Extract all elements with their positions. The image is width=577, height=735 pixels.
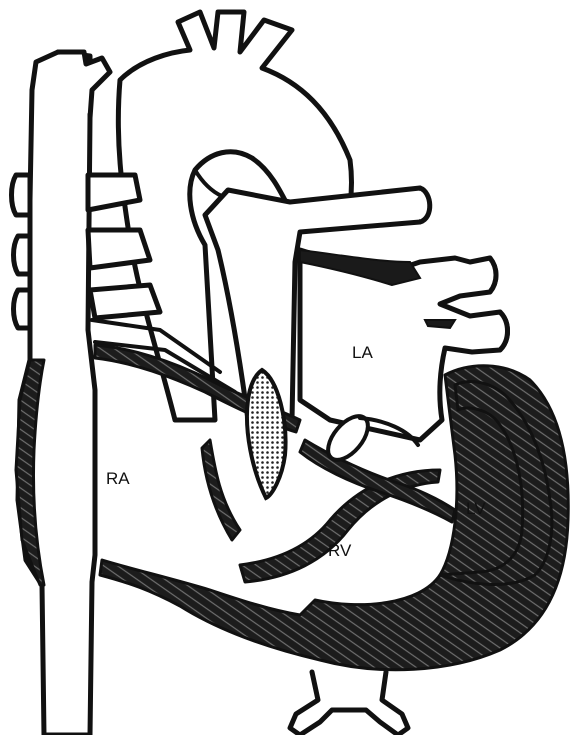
label-right-atrium: RA (106, 469, 130, 488)
label-right-ventricle: RV (328, 541, 352, 560)
descending-aorta (290, 672, 408, 735)
label-left-atrium: LA (352, 343, 373, 362)
label-left-ventricle: LV (466, 499, 486, 518)
right-pulmonary-veins (12, 175, 31, 328)
